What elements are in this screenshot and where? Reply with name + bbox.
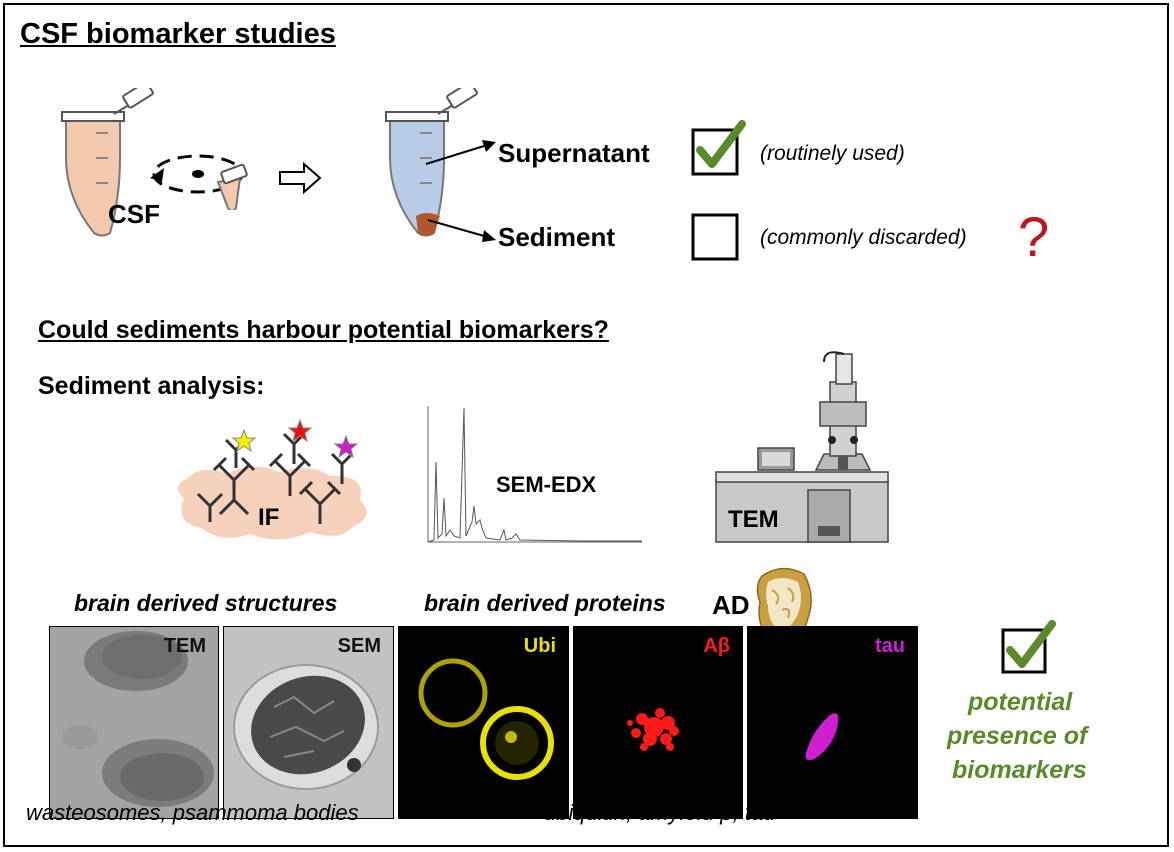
- sediment-note: (commonly discarded): [760, 226, 967, 249]
- csf-tube-icon: [61, 88, 154, 237]
- centrifuged-tube-icon: [385, 88, 478, 237]
- panel-label-tau: tau: [875, 635, 905, 657]
- panel-label-sem: SEM: [337, 635, 381, 657]
- research-question: Could sediments harbour potential biomar…: [38, 316, 609, 344]
- pointer-arrows: [425, 140, 496, 242]
- structures-caption: wasteosomes, psammoma bodies: [26, 800, 359, 825]
- csf-label: CSF: [108, 199, 160, 229]
- conclusion-checkbox-checked-icon: [1001, 620, 1056, 674]
- process-arrow-icon: [279, 162, 322, 194]
- amyloid-beta-panel: Aβ: [573, 626, 743, 819]
- conclusion-line-3: biomarkers: [952, 756, 1087, 784]
- sediment-label: Sediment: [498, 222, 616, 252]
- tem-microscope-icon: [715, 351, 889, 543]
- supernatant-label: Supernatant: [498, 138, 650, 168]
- ad-label: AD: [712, 590, 750, 620]
- immunofluorescence-antibodies-icon: [177, 418, 367, 540]
- panel-label-abeta: Aβ: [703, 635, 730, 657]
- edx-spectrum-icon: [427, 406, 642, 543]
- structures-heading: brain derived structures: [74, 590, 338, 616]
- sediment-analysis-heading: Sediment analysis:: [38, 372, 265, 400]
- tau-panel: tau: [747, 626, 918, 819]
- sem-micrograph-panel: SEM: [223, 626, 394, 819]
- sediment-checkbox-empty-icon: [691, 213, 739, 261]
- conclusion-line-1: potential: [968, 688, 1073, 716]
- if-label: IF: [258, 504, 280, 531]
- tem-label: TEM: [728, 506, 779, 533]
- panel-label-tem: TEM: [163, 635, 206, 657]
- figure-title: CSF biomarker studies: [20, 18, 336, 50]
- supernatant-note: (routinely used): [760, 142, 905, 165]
- panel-label-ubi: Ubi: [523, 635, 556, 657]
- proteins-caption: ubiquitin, amyloid β, tau: [544, 800, 776, 825]
- question-mark-icon: ?: [1018, 205, 1050, 268]
- ubiquitin-panel: Ubi: [398, 626, 569, 819]
- centrifuge-icon: [150, 154, 248, 210]
- proteins-heading: brain derived proteins: [424, 590, 666, 616]
- sem-edx-label: SEM-EDX: [496, 472, 597, 497]
- figure-frame: [3, 3, 1169, 847]
- conclusion-line-2: presence of: [947, 722, 1088, 750]
- supernatant-checkbox-checked-icon: [691, 120, 746, 176]
- tem-micrograph-panel: TEM: [49, 626, 219, 819]
